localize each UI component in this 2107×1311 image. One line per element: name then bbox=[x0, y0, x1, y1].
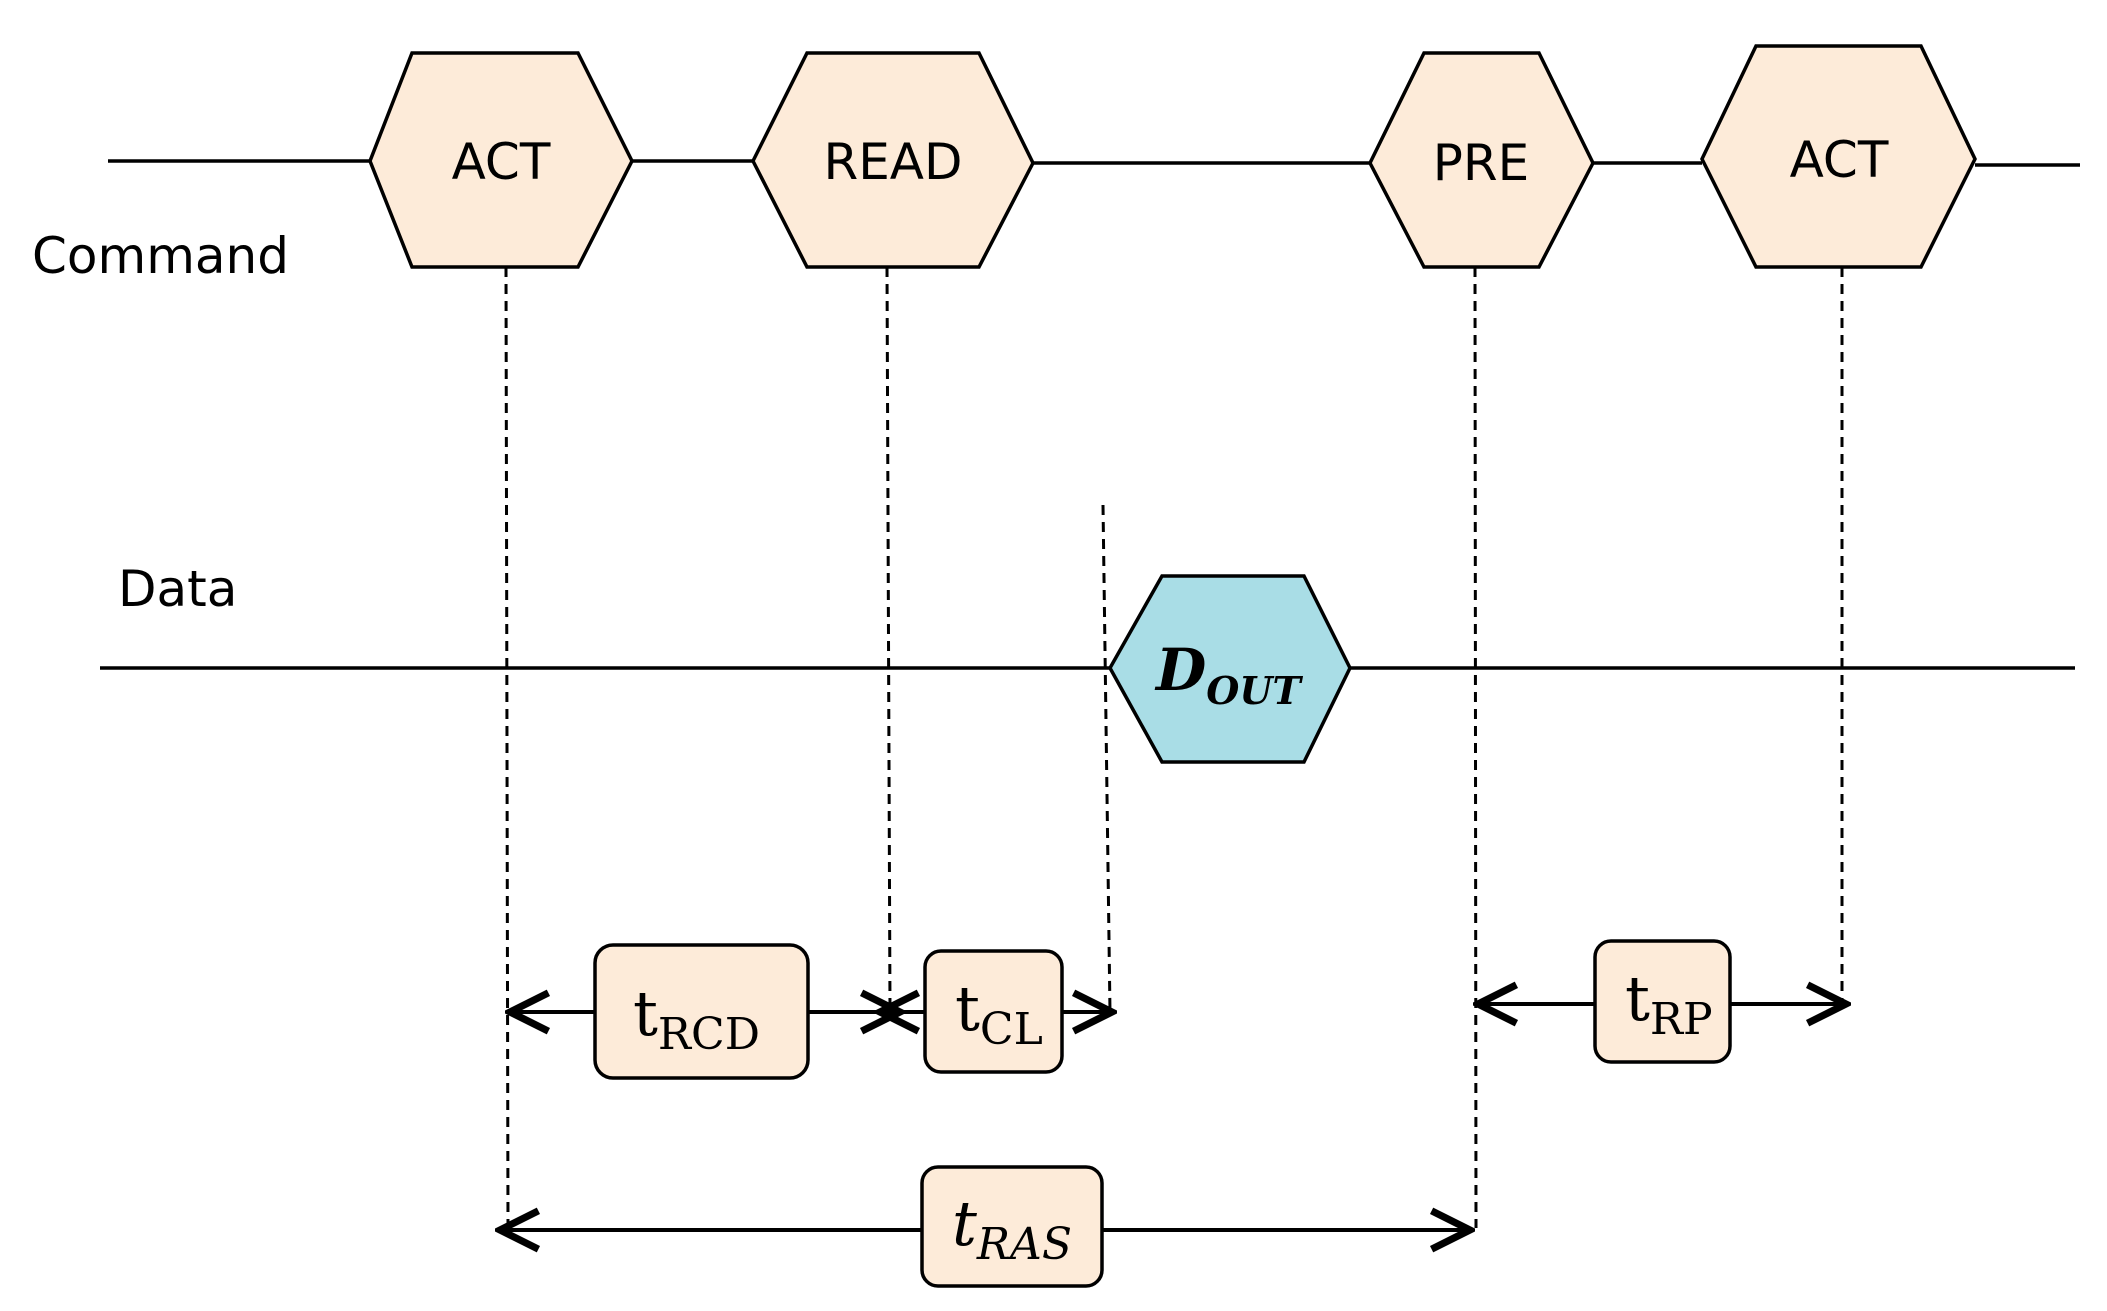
timing-tras: tRAS bbox=[920, 1165, 1104, 1288]
timing-tcl: tCL bbox=[923, 949, 1064, 1074]
command-row-label: Command bbox=[32, 227, 289, 285]
pre-reference-line bbox=[1473, 266, 1478, 1229]
command-label: ACT bbox=[452, 133, 551, 191]
read-reference-line bbox=[885, 266, 892, 1011]
timing-label: tCL bbox=[955, 972, 1043, 1055]
command-label: PRE bbox=[1433, 134, 1529, 192]
command-label: READ bbox=[823, 133, 962, 191]
data-out-label: DOUT bbox=[1154, 636, 1304, 713]
data-start-reference-line bbox=[1101, 504, 1112, 1013]
timing-trcd: tRCD bbox=[593, 943, 810, 1080]
timing-arrows bbox=[500, 1004, 1846, 1230]
act1-reference-line bbox=[504, 266, 510, 1229]
command-act-2: ACT bbox=[1700, 44, 1977, 269]
command-pre: PRE bbox=[1368, 51, 1595, 269]
timing-label: tRCD bbox=[633, 977, 760, 1060]
command-label: ACT bbox=[1790, 131, 1889, 189]
data-out-hexagon: DOUT bbox=[1107, 574, 1352, 764]
timing-trp: tRP bbox=[1593, 939, 1732, 1064]
timing-label: tRP bbox=[1625, 962, 1713, 1045]
timing-label: tRAS bbox=[952, 1187, 1072, 1270]
command-act-1: ACT bbox=[368, 51, 634, 269]
command-bus-line bbox=[108, 159, 2080, 167]
data-row-label: Data bbox=[118, 560, 237, 618]
reference-lines bbox=[504, 266, 1844, 1229]
command-read: READ bbox=[751, 51, 1035, 269]
